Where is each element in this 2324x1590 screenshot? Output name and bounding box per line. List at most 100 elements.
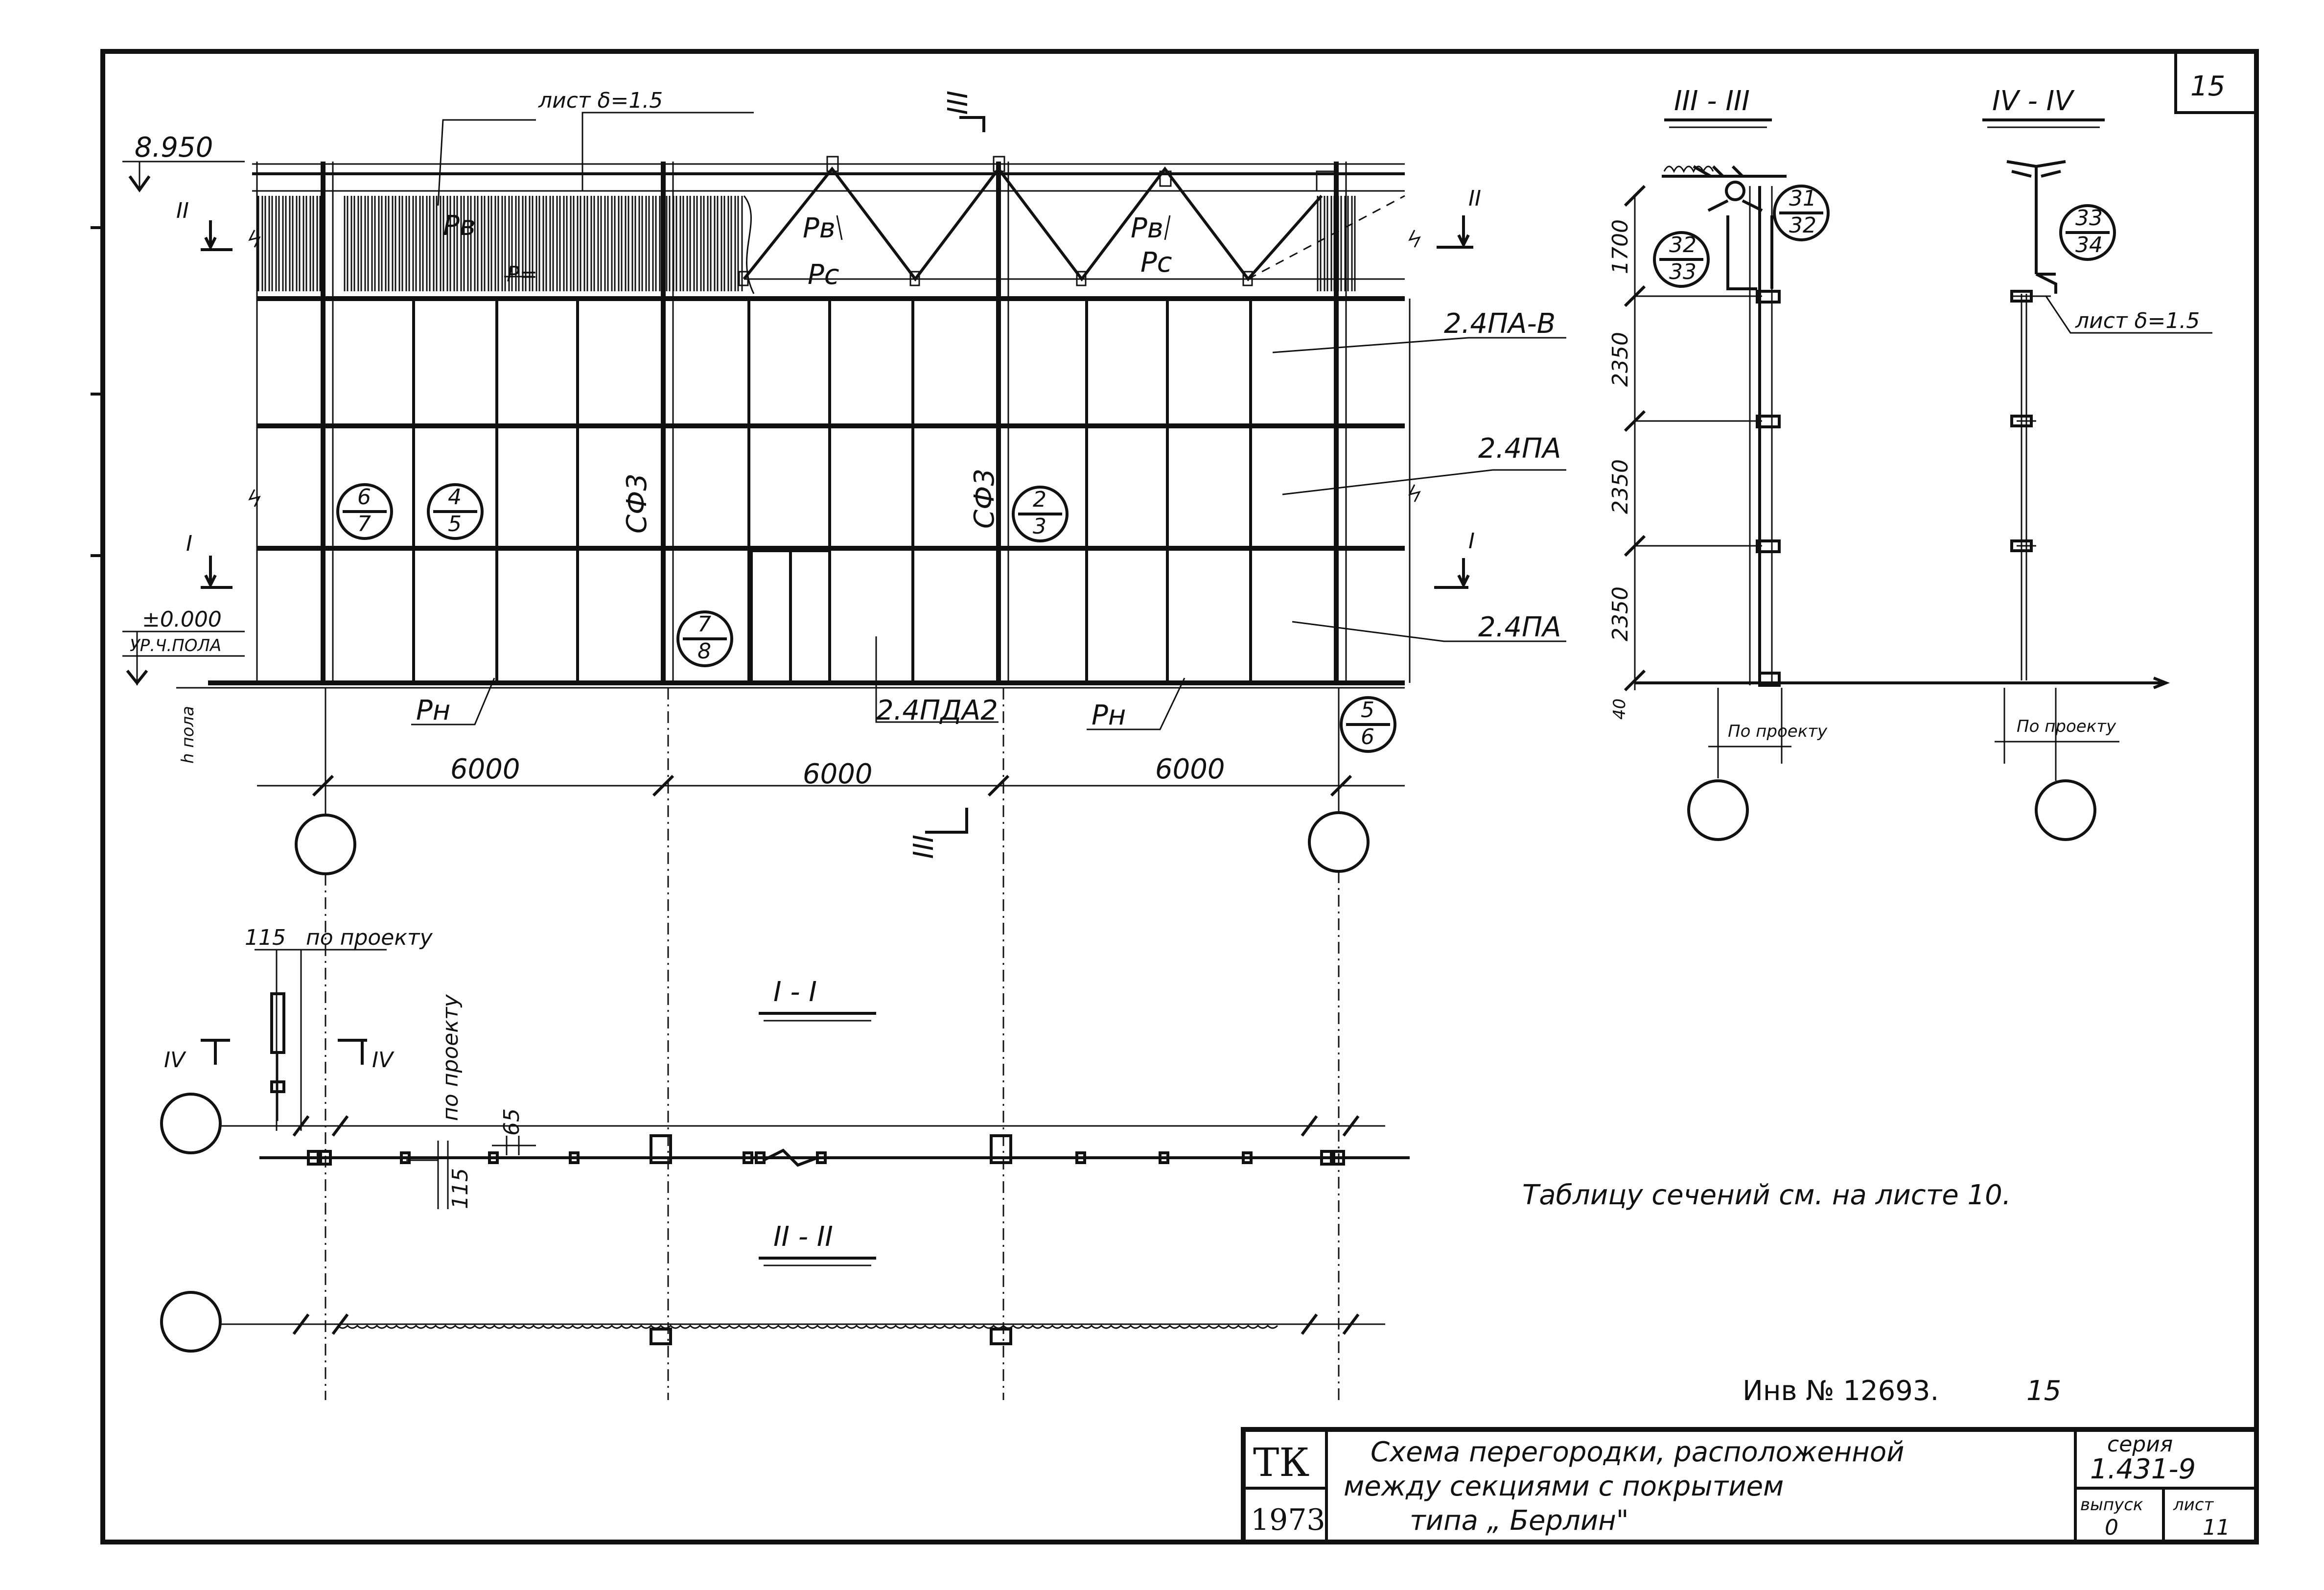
title-block-description-3: типа „ Берлин": [1410, 1505, 1629, 1537]
section-cut-marks: II II I I III III: [176, 91, 1481, 859]
plan-i-axis-circle: [160, 1093, 222, 1154]
axis-circle-left: [295, 814, 356, 875]
title-block-description-2: между секциями с покрытием: [1344, 1471, 1784, 1502]
column-label-left: СФ3: [621, 473, 653, 534]
plan-ii-title: II - II: [773, 1221, 833, 1253]
title-block-issue-value: 0: [2105, 1515, 2118, 1540]
elevation-view: 8.950 ±0.000 УР.Ч.ПОЛА h пола II II I I: [122, 88, 1566, 1400]
sheet-number: 15: [2190, 70, 2225, 102]
roof-sheet-label: лист δ=1.5: [538, 88, 663, 113]
dim-span-1: 6000: [450, 753, 520, 785]
svg-text:3: 3: [1033, 514, 1046, 539]
sec3-dim-3: 2350: [1608, 459, 1633, 514]
door-label: 2.4ПДА2: [876, 695, 998, 726]
plan-i-dim-65: 65: [499, 1108, 524, 1136]
svg-text:4: 4: [448, 485, 462, 510]
title-block-sheet-value: 11: [2203, 1515, 2230, 1540]
sec4-sheet-label: лист δ=1.5: [2075, 308, 2200, 333]
section-iii-title: III - III: [1674, 85, 1750, 117]
svg-text:33: 33: [1669, 259, 1697, 284]
svg-text:6: 6: [357, 485, 371, 510]
plan-ii-view: II - II: [160, 1221, 1385, 1353]
level-zero: ±0.000: [142, 607, 222, 632]
pv-right: Рв: [1131, 212, 1163, 244]
pc-right: Рс: [1140, 247, 1172, 279]
panel-top-label: 2.4ПА-В: [1444, 308, 1556, 340]
sheet-frame: [100, 49, 2259, 1544]
dim-span-2: 6000: [803, 758, 873, 790]
svg-text:2: 2: [1033, 487, 1046, 512]
plan-i-by-project-top: по проекту: [306, 925, 433, 950]
section-iv-title: IV - IV: [1992, 85, 2075, 117]
svg-text:32: 32: [1669, 233, 1697, 257]
plan-i-dim-115-top: 115: [245, 925, 286, 950]
sec4-axis-circle: [2035, 779, 2096, 841]
plan-i-dim-115-bottom: 115: [448, 1168, 473, 1209]
plan-i-by-project-vert: по проекту: [438, 994, 463, 1121]
sec3-dim-2: 2350: [1608, 332, 1633, 387]
svg-text:5: 5: [1361, 698, 1374, 723]
plan-ii-axis-circle: [160, 1291, 222, 1353]
sec3-dim-1: 1700: [1608, 219, 1633, 274]
plan-i-title: I - I: [773, 976, 817, 1008]
inventory-number: Инв № 12693.: [1743, 1375, 1939, 1407]
svg-text:34: 34: [2075, 233, 2103, 257]
level-zero-caption: УР.Ч.ПОЛА: [130, 636, 221, 655]
node-6-7: 6 7: [336, 483, 393, 540]
title-block-org: ТК: [1253, 1440, 1309, 1485]
sections-table-note: Таблицу сечений см. на листе 10.: [1522, 1179, 2011, 1211]
title-block-description-1: Схема перегородки, расположенной: [1371, 1436, 1905, 1468]
section-mark-i-right: I: [1468, 529, 1475, 554]
pv-mid: Рв: [803, 212, 836, 244]
node-5-6: 5 6: [1340, 696, 1396, 753]
title-block-issue-label: выпуск: [2080, 1495, 2143, 1515]
title-block-series-value: 1.431-9: [2090, 1453, 2196, 1485]
sec3-dim-4: 2350: [1608, 586, 1633, 641]
section-iv-view: IV - IV 33 34 лист δ=1.5 По проекту: [1982, 85, 2212, 841]
pc-mid: Рс: [808, 259, 839, 291]
level-marks: 8.950 ±0.000 УР.Ч.ПОЛА h пола: [122, 132, 245, 764]
panel-grid: [208, 162, 1421, 689]
axis-circle-right: [1308, 811, 1370, 873]
node-31-32: 31 32: [1773, 185, 1830, 241]
column-label-right: СФ3: [969, 468, 1000, 529]
sheet-number-box: [2174, 50, 2258, 114]
title-block-sheet-label: лист: [2173, 1495, 2214, 1515]
corrugated-sheet: [337, 1324, 1278, 1329]
floor-height-label: h пола: [178, 706, 198, 764]
pn-left-label: Рн: [416, 695, 450, 726]
title-block: ТК 1973 Схема перегородки, расположенной…: [1241, 1427, 2259, 1544]
node-2-3: 2 3: [1012, 486, 1069, 542]
leader-lines: [411, 112, 1566, 730]
svg-text:5: 5: [448, 512, 462, 537]
title-block-year: 1973: [1251, 1503, 1325, 1537]
level-top: 8.950: [135, 132, 213, 164]
inventory-suffix: 15: [2026, 1375, 2061, 1407]
section-mark-iii-top: III: [940, 91, 972, 115]
dim-span-3: 6000: [1155, 753, 1225, 785]
section-mark-ii-right: II: [1468, 186, 1481, 211]
node-4-5: 4 5: [427, 483, 484, 540]
node-7-8: 7 8: [676, 610, 733, 667]
pv-left: Рв: [443, 210, 476, 242]
pn-right-label: Рн: [1092, 700, 1126, 731]
span-dimensions: 6000 6000 6000: [257, 753, 1405, 797]
sec3-by-project: По проекту: [1728, 722, 1828, 741]
section-iii-view: III - III 1700 2350 2350 2350 40: [1608, 85, 2170, 841]
plan-i-view: I - I 115 по проекту по проекту IV IV: [160, 925, 1410, 1209]
roof-truss: [738, 156, 1405, 286]
plan-i-mark-right: IV: [372, 1048, 395, 1073]
section-mark-iii-bottom: III: [906, 835, 938, 859]
section-mark-ii-left: II: [176, 198, 189, 223]
node-33-34: 33 34: [2059, 204, 2116, 261]
svg-text:7: 7: [357, 512, 371, 537]
sec3-dim-base: 40: [1610, 699, 1629, 720]
svg-text:31: 31: [1789, 186, 1816, 211]
svg-text:7: 7: [697, 612, 711, 637]
title-block-series-label: серия: [2107, 1432, 2173, 1457]
section-mark-i-left: I: [186, 531, 192, 556]
roof-hatch-left: [257, 196, 321, 291]
sec4-by-project: По проекту: [2017, 717, 2116, 736]
panel-mid-label: 2.4ПА: [1478, 433, 1561, 465]
